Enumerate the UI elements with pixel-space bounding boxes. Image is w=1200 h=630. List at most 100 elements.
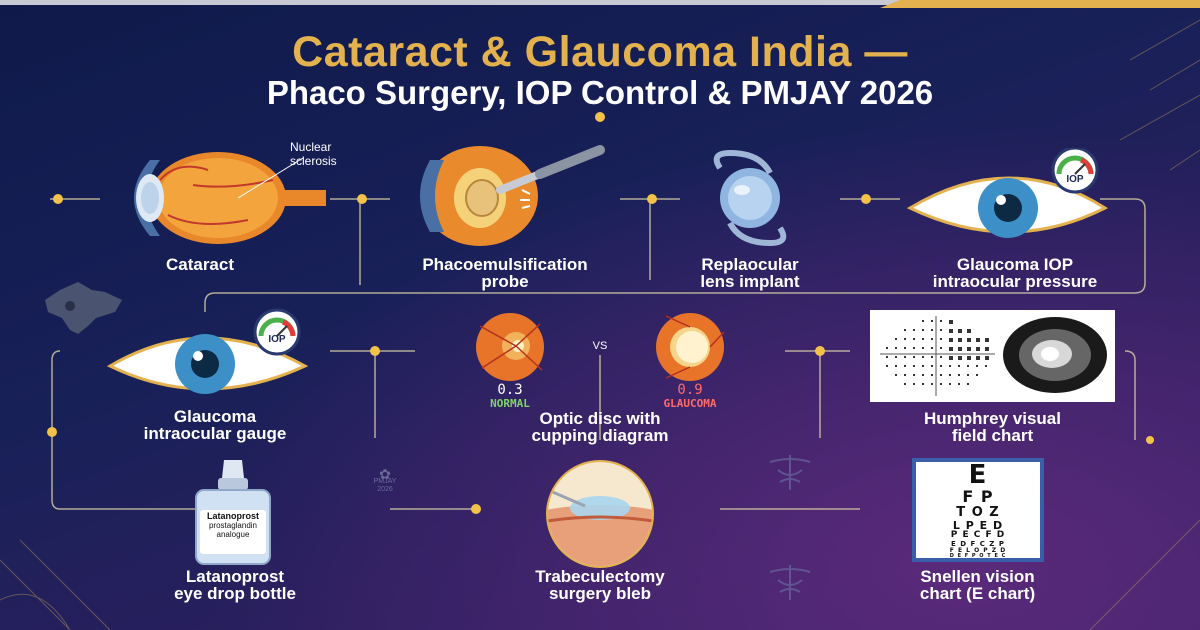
field-test-point	[958, 356, 962, 360]
field-test-point	[949, 365, 951, 367]
field-test-point	[976, 356, 980, 360]
field-test-point	[913, 374, 915, 376]
field-test-point	[967, 356, 971, 360]
field-test-point	[976, 347, 980, 351]
glaucoma-value: 0.9	[677, 382, 703, 398]
snellen-row: P E C F D	[950, 530, 1006, 541]
field-test-point	[967, 338, 971, 342]
field-test-point	[904, 347, 906, 349]
latanoprost-label-line-2: eye drop bottle	[174, 584, 296, 603]
field-test-point	[895, 338, 897, 340]
field-test-point	[931, 365, 933, 367]
field-test-point	[886, 356, 888, 358]
snellen-row: L E F O D P C T	[949, 558, 1007, 562]
field-test-point	[913, 383, 915, 385]
field-test-point	[931, 356, 933, 358]
field-test-point	[949, 383, 951, 385]
optic-disc-glaucoma-icon	[656, 313, 725, 381]
field-test-point	[913, 365, 915, 367]
field-test-point	[922, 374, 924, 376]
vs-text: VS	[592, 340, 608, 352]
callout-line-1: Nuclear	[290, 140, 332, 154]
field-test-point	[931, 320, 933, 322]
field-test-point	[949, 338, 953, 342]
bottle-label-line-1: Latanoprost	[206, 511, 259, 521]
optic-disc-label-line-2: cupping diagram	[531, 426, 669, 445]
phaco-label: Phacoemulsification probe	[370, 256, 640, 290]
field-test-point	[958, 383, 960, 385]
field-test-point	[958, 365, 960, 367]
field-test-point	[931, 383, 933, 385]
pmjay-watermark: ✿ PMJAY 2026	[355, 466, 415, 494]
field-test-point	[949, 374, 951, 376]
phaco-probe-icon	[420, 145, 605, 246]
trabeculectomy-label-line-2: surgery bleb	[548, 584, 652, 603]
gold-corner-stripe	[880, 0, 1200, 8]
glaucoma-iop-label: Glaucoma IOP intraocular pressure	[880, 256, 1150, 290]
field-test-point	[940, 374, 942, 376]
snellen-row: L P E D	[952, 518, 1004, 532]
trabeculectomy-label-line-1: Trabeculectomy	[535, 567, 665, 586]
field-test-point	[886, 347, 888, 349]
watermark-line-2: 2026	[377, 486, 393, 493]
field-test-point	[913, 338, 915, 340]
snellen-row: E D F C Z P	[951, 539, 1005, 548]
field-test-point	[958, 338, 962, 342]
field-test-point	[985, 347, 989, 351]
latanoprost-label: Latanoprost eye drop bottle	[140, 568, 330, 602]
field-test-point	[922, 356, 924, 358]
gauge-label-line-1: Glaucoma	[173, 407, 257, 426]
field-test-point	[904, 338, 906, 340]
humphrey-label-line-1: Humphrey visual	[924, 409, 1061, 428]
iop-gauge-text-2: IOP	[268, 334, 286, 345]
trabeculectomy-label: Trabeculectomy surgery bleb	[470, 568, 730, 602]
iop-gauge-text-1: IOP	[1066, 174, 1084, 185]
field-test-point	[913, 347, 915, 349]
field-test-point	[922, 383, 924, 385]
bottle-label-line-3: analogue	[216, 530, 250, 539]
eye-drop-bottle-icon	[195, 460, 271, 565]
field-test-point	[967, 329, 971, 333]
normal-text: NORMAL	[490, 397, 530, 410]
field-test-point	[967, 374, 969, 376]
lotus-icon: ✿	[379, 466, 391, 482]
field-test-point	[904, 374, 906, 376]
snellen-row: D E F P O T E C	[949, 553, 1007, 560]
field-test-point	[913, 329, 915, 331]
field-test-point	[895, 374, 897, 376]
optic-disc-label-line-1: Optic disc with	[539, 409, 661, 428]
field-test-point	[940, 356, 942, 358]
field-test-point	[985, 356, 989, 360]
field-test-point	[922, 320, 924, 322]
map-marker-icon	[65, 301, 75, 311]
field-test-point	[886, 365, 888, 367]
connector-nodes	[47, 112, 1154, 514]
watermark-line-1: PMJAY	[373, 478, 397, 485]
latanoprost-label-line-1: Latanoprost	[185, 567, 285, 586]
field-test-point	[958, 329, 962, 333]
callout-line-2: sclerosis	[290, 154, 337, 168]
field-test-point	[931, 374, 933, 376]
india-map-icon	[45, 282, 122, 334]
glaucoma-iop-eye-icon	[906, 148, 1109, 238]
snellen-label-line-1: Snellen vision	[920, 567, 1035, 586]
gauge-label: Glaucoma intraocular gauge	[120, 408, 310, 442]
optic-disc-label: Optic disc with cupping diagram	[480, 410, 720, 444]
field-test-point	[976, 338, 980, 342]
humphrey-label-line-2: field chart	[951, 426, 1034, 445]
field-test-point	[958, 374, 960, 376]
normal-ratio: 0.3 NORMAL	[455, 383, 565, 410]
field-test-point	[967, 383, 969, 385]
field-test-point	[904, 383, 906, 385]
connector-lines	[50, 198, 1146, 510]
field-test-point	[904, 365, 906, 367]
field-test-point	[922, 347, 924, 349]
cataract-eye-icon	[134, 152, 326, 244]
field-test-point	[913, 356, 915, 358]
field-test-point	[949, 329, 953, 333]
field-test-point	[958, 347, 962, 351]
field-test-point	[922, 329, 924, 331]
glaucoma-iop-label-line-2: intraocular pressure	[932, 272, 1098, 291]
optic-disc-comparison	[476, 313, 725, 381]
